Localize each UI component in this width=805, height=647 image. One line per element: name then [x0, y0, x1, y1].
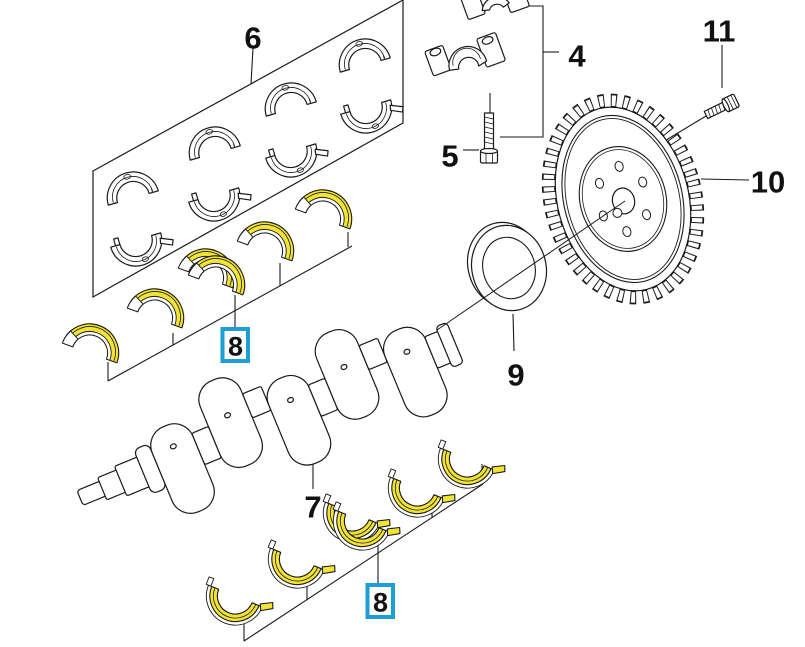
callout-10[interactable]: 10	[751, 165, 785, 200]
callout-8-upper[interactable]: 8	[220, 327, 250, 363]
callout-8-upper-box	[220, 327, 250, 363]
collector-line-8-lower	[243, 483, 484, 642]
callout-4[interactable]: 4	[568, 39, 586, 74]
callout-8-upper-label: 8	[228, 332, 243, 362]
callout-4-label: 4	[568, 39, 586, 74]
callout-7-label: 7	[304, 490, 321, 525]
highlighted-bearing-shells-lower	[194, 439, 508, 639]
callout-9[interactable]: 9	[507, 358, 524, 393]
callout-5-label: 5	[441, 139, 458, 174]
leader-line-9	[512, 313, 515, 352]
callout-8-lower-label: 8	[373, 588, 388, 618]
flywheel-ring-gear	[541, 93, 705, 305]
main-bearing-cap-partial	[460, 0, 530, 20]
bracket-line-4	[500, 5, 544, 138]
leader-line-10	[700, 178, 750, 181]
leader-line-6	[250, 47, 254, 85]
crank-bore	[611, 187, 636, 215]
collector-line-8-upper	[107, 245, 353, 382]
callout-11-label: 11	[703, 14, 736, 49]
dowel-notch	[612, 207, 623, 218]
assembly-centerline	[436, 200, 626, 331]
crankshaft	[77, 322, 463, 514]
callout-8-lower[interactable]: 8	[365, 583, 395, 619]
flywheel-bolt	[703, 93, 740, 120]
callout-6-label: 6	[244, 21, 261, 56]
leader-lines	[107, 5, 750, 642]
callout-11[interactable]: 11	[703, 14, 736, 49]
callout-7[interactable]: 7	[304, 490, 321, 525]
callout-9-label: 9	[507, 358, 524, 393]
bearing-cap-bolt	[479, 112, 499, 164]
bearing-set-panel	[92, 0, 404, 299]
callout-5[interactable]: 5	[441, 139, 458, 174]
callout-8-lower-box	[365, 583, 395, 619]
main-bearing-cap	[424, 32, 506, 77]
callout-6[interactable]: 6	[244, 21, 261, 56]
callout-10-label: 10	[751, 165, 785, 200]
rear-oil-seal-ring	[466, 221, 548, 312]
